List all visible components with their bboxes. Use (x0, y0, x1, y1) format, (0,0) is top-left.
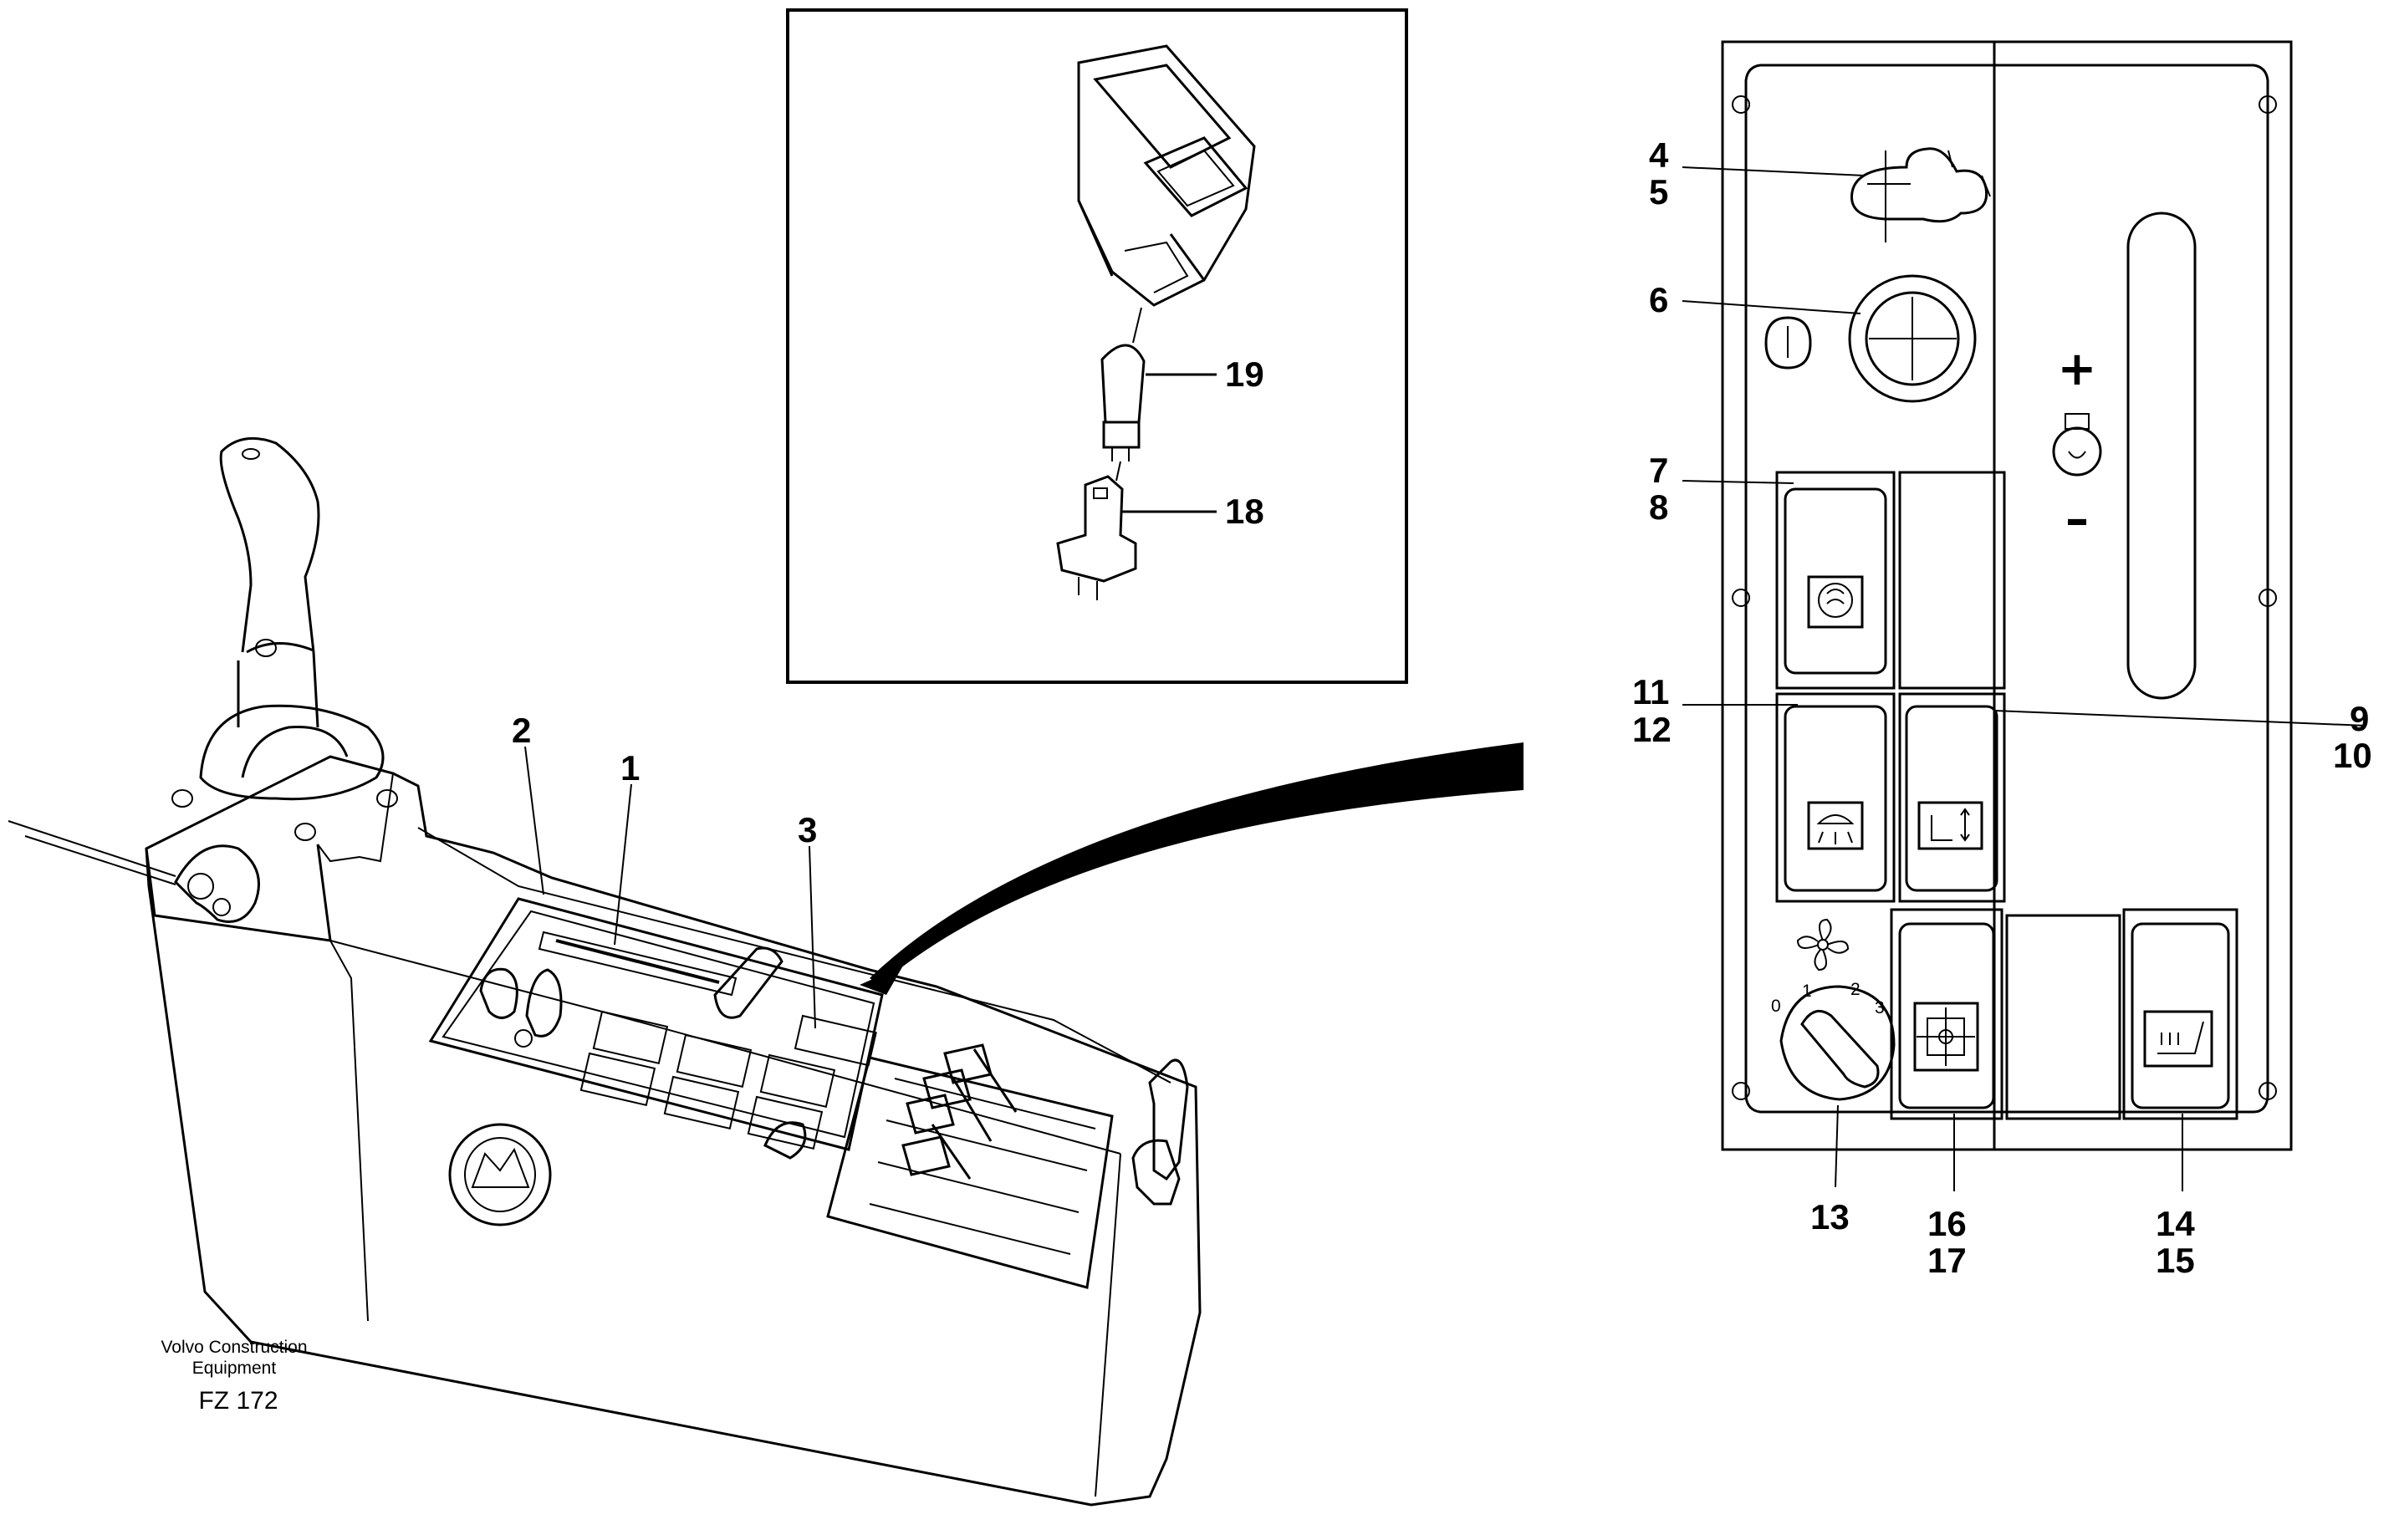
caption-company-line1: Volvo Construction (161, 1338, 307, 1357)
control-console-drawing (8, 436, 1202, 1507)
switch-11-12-rocker (1784, 705, 1887, 892)
dial-pos-0: 0 (1771, 997, 1781, 1016)
callout-4: 4 (1649, 135, 1669, 175)
callout-19: 19 (1225, 354, 1264, 394)
volvo-emblem-drawing (448, 1123, 552, 1226)
work-lamp-icon (1816, 814, 1855, 844)
bulb-drawing (1100, 344, 1146, 461)
dial-pos-1: 1 (1802, 982, 1812, 1001)
dial-pos-2: 2 (1850, 980, 1861, 999)
callout-18: 18 (1225, 492, 1264, 531)
panel-callouts: 4 5 6 7 8 11 12 9 10 13 16 17 14 15 (1632, 135, 2372, 1280)
joystick-drawing (171, 436, 398, 841)
fan-speed-dial: 0 1 2 3 (1771, 980, 1896, 1101)
fan-icon (1796, 918, 1850, 971)
callout-17: 17 (1927, 1241, 1967, 1280)
work-light-icon (2052, 413, 2102, 477)
bulb-socket-drawing (1056, 475, 1137, 600)
callout-6: 6 (1649, 280, 1668, 319)
callout-10: 10 (2333, 736, 2372, 775)
callout-12: 12 (1632, 710, 1672, 749)
callout-14: 14 (2156, 1204, 2195, 1243)
callout-1: 1 (620, 748, 640, 788)
blank-plug-row3 (2005, 914, 2121, 1120)
dial-pos-3: 3 (1875, 998, 1885, 1017)
horn-icon (1850, 147, 1991, 242)
switch-7-8-frame (1775, 471, 1896, 690)
callout-9: 9 (2350, 699, 2369, 738)
figure-caption: Volvo Construction Equipment FZ 172 (161, 1338, 307, 1415)
rocker-switch-drawing (1077, 44, 1256, 307)
callout-11: 11 (1632, 672, 1669, 711)
caption-company-line2: Equipment (192, 1359, 277, 1378)
callout-15: 15 (2156, 1241, 2195, 1280)
bucket-icon (1931, 808, 1970, 842)
seat-heater-icon (2157, 1021, 2204, 1054)
figure-code: FZ 172 (198, 1387, 278, 1415)
switch-14-15-rocker (2131, 922, 2230, 1109)
detail-arrow (860, 742, 1524, 995)
switch-16-17-rocker (1898, 922, 1995, 1109)
switch-7-8-rocker (1784, 487, 1887, 675)
plus-sign: + (2058, 342, 2097, 396)
switch-9-10-rocker (1905, 705, 1998, 892)
key-icon (1764, 274, 1977, 403)
headlight-icon (1818, 583, 1853, 618)
switch-detail-inset: 19 18 (786, 8, 1408, 684)
callout-7: 7 (1649, 451, 1668, 490)
minus-sign: – (2065, 492, 2089, 547)
callout-16: 16 (1927, 1204, 1967, 1243)
callout-2: 2 (512, 711, 531, 750)
callout-13: 13 (1810, 1197, 1850, 1237)
console-callouts: 2 1 3 (512, 711, 817, 1029)
switch-panel-drawing: + – (1721, 40, 2293, 1151)
hazard-icon (1917, 1007, 1975, 1066)
blank-plug-row1 (1898, 471, 2006, 690)
callout-8: 8 (1649, 487, 1668, 527)
callout-3: 3 (798, 810, 817, 849)
callout-5: 5 (1649, 172, 1668, 212)
